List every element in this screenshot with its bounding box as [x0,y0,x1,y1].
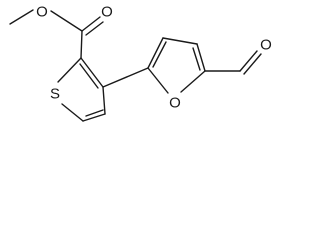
bond-carbonyl-double-2 [85,21,104,36]
bond-f2-f3 [147,37,164,69]
bond-c3-c2 [80,57,104,88]
molecule-drawing: O O S O O [9,4,272,122]
bond-c2-s [57,57,82,83]
bond-f4-f5 [196,43,206,72]
bond-f3-f4 [162,37,198,45]
bond-f4-f5-inner [192,47,201,71]
bond-c5-c4 [82,113,106,122]
bond-c5-c4-inner [85,109,104,117]
chemical-structure: O O S O O [0,0,282,133]
bond-c4-c3 [102,86,106,115]
bond-methyl-o [9,9,34,25]
bond-s-c5 [61,103,84,122]
atom-label-furan-o: O [169,95,181,112]
bond-carbonyl-double-1 [81,16,101,32]
atom-label-thiophene-s: S [50,86,60,103]
bond-cho-double-1 [239,50,258,72]
bond-f5-o [180,70,206,93]
atom-label-ester-carbonyl-o: O [101,4,113,21]
bond-f2-f3-inner [152,41,167,68]
atom-label-ester-ether-o: O [36,4,48,21]
bond-thiophene-furan [102,67,149,88]
bond-o-carbonyl-c [50,10,83,32]
bond-c3-c2-inner [79,63,99,89]
bond-cho-double-2 [243,53,262,75]
bond-o-f2 [147,67,169,94]
bond-carbonyl-c2 [80,30,83,59]
atom-label-aldehyde-o: O [260,37,272,54]
